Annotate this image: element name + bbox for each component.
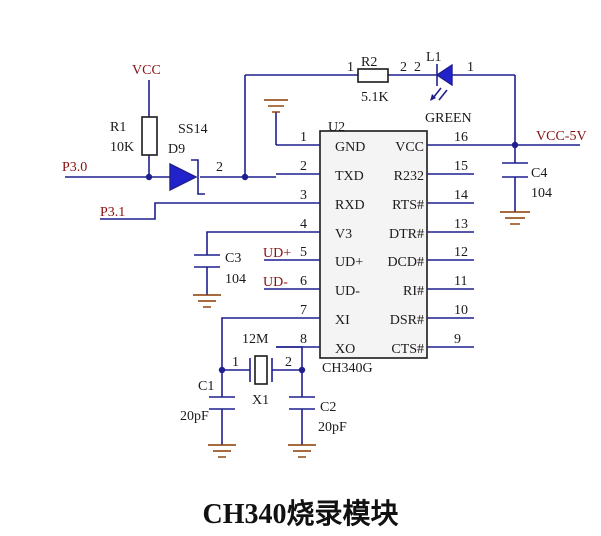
pin-num-3: 3 (300, 188, 307, 203)
d9-diode-icon (169, 162, 198, 192)
left-pin-stubs (264, 144, 320, 348)
x1-pin2: 2 (285, 355, 292, 370)
ic-body (319, 130, 428, 359)
pin-num-1: 1 (300, 130, 307, 145)
vcc5v-wires (474, 75, 580, 212)
l1-pin1: 1 (467, 60, 474, 75)
junction-txd (241, 173, 249, 181)
ic-part: CH340G (322, 361, 373, 376)
junction-xo (298, 366, 306, 374)
c1-ground-icon (208, 444, 236, 458)
pin-num-7: 7 (300, 303, 307, 318)
d9-part: SS14 (178, 122, 208, 137)
r1-ref: R1 (110, 120, 126, 135)
r1-wires (65, 80, 276, 178)
r2-pin2: 2 (400, 60, 407, 75)
c3-capacitor-symbol (194, 254, 220, 268)
r2-pin1: 1 (347, 60, 354, 75)
crystal-wires (221, 317, 303, 445)
pin-num-8: 8 (300, 332, 307, 347)
junction-vcc5v (511, 141, 519, 149)
pin-num-15: 15 (454, 159, 468, 174)
pin-name-dsr: DSR# (390, 313, 424, 328)
pin-name-rts: RTS# (392, 198, 424, 213)
pin-name-udp: UD+ (335, 255, 363, 270)
net-p31: P3.1 (100, 205, 125, 220)
pin-name-vcc: VCC (395, 140, 424, 155)
pin-name-v3: V3 (335, 227, 352, 242)
x1-value: 12M (242, 332, 269, 347)
c2-ref: C2 (320, 400, 336, 415)
c4-value: 104 (531, 186, 552, 201)
u2-ground-icon (264, 99, 288, 113)
c2-value: 20pF (318, 420, 347, 435)
net-ud-minus: UD- (263, 275, 288, 290)
pin-num-14: 14 (454, 188, 468, 203)
pin-name-r232: R232 (394, 169, 424, 184)
l1-value: GREEN (425, 111, 472, 126)
c3-value: 104 (225, 272, 246, 287)
r1-value: 10K (110, 140, 134, 155)
right-pin-stubs (427, 144, 474, 348)
l1-led-icon (435, 63, 453, 87)
top-wires (244, 74, 515, 177)
d9-ref: D9 (168, 142, 185, 157)
pin-num-16: 16 (454, 130, 468, 145)
l1-arrow-icon (430, 94, 436, 101)
pin-num-13: 13 (454, 217, 468, 232)
pin-num-9: 9 (454, 332, 461, 347)
c2-ground-icon (288, 444, 316, 458)
c4-ground-icon (500, 211, 530, 225)
pin-name-gnd: GND (335, 140, 365, 155)
c1-value: 20pF (180, 409, 209, 424)
r1-resistor-body (141, 116, 158, 156)
r2-resistor-body (357, 68, 389, 83)
d9-schottky-bar (191, 159, 205, 195)
pin-name-txd: TXD (335, 169, 364, 184)
ic-ref: U2 (328, 120, 345, 135)
pin-name-xi: XI (335, 313, 350, 328)
pin-num-4: 4 (300, 217, 307, 232)
c4-ref: C4 (531, 166, 547, 181)
l1-led-emission-icon (432, 87, 448, 101)
x1-pin1: 1 (232, 355, 239, 370)
r2-value: 5.1K (361, 90, 389, 105)
l1-ref: L1 (426, 50, 442, 65)
net-p30: P3.0 (62, 160, 87, 175)
net-vcc: VCC (132, 63, 161, 78)
pin-name-ri: RI# (403, 284, 424, 299)
pin-num-5: 5 (300, 245, 307, 260)
pin-num-12: 12 (454, 245, 468, 260)
c3-ground-icon (193, 294, 221, 308)
pin-num-11: 11 (454, 274, 467, 289)
d9-pin2: 2 (216, 160, 223, 175)
diagram-caption: CH340烧录模块 (202, 499, 399, 530)
c1-ref: C1 (198, 379, 214, 394)
junction-p30 (145, 173, 153, 181)
pin-name-dtr: DTR# (389, 227, 424, 242)
c1-capacitor-symbol (209, 396, 235, 410)
pin-name-udm: UD- (335, 284, 360, 299)
p31-wire (100, 202, 276, 220)
pin-name-cts: CTS# (391, 342, 424, 357)
c4-capacitor-symbol (502, 162, 528, 178)
l1-pin2: 2 (414, 60, 421, 75)
pin-num-10: 10 (454, 303, 468, 318)
c3-ref: C3 (225, 251, 241, 266)
x1-crystal-body (254, 355, 268, 385)
pin-num-6: 6 (300, 274, 307, 289)
c2-capacitor-symbol (289, 396, 315, 410)
pin-num-2: 2 (300, 159, 307, 174)
pin-name-rxd: RXD (335, 198, 365, 213)
junction-xi (218, 366, 226, 374)
x1-ref: X1 (252, 393, 269, 408)
r2-ref: R2 (361, 55, 377, 70)
net-ud-plus: UD+ (263, 246, 291, 261)
net-vcc5v: VCC-5V (536, 129, 587, 144)
pin-name-xo: XO (335, 342, 355, 357)
v3-wire (206, 231, 276, 255)
pin-name-dcd: DCD# (387, 255, 424, 270)
